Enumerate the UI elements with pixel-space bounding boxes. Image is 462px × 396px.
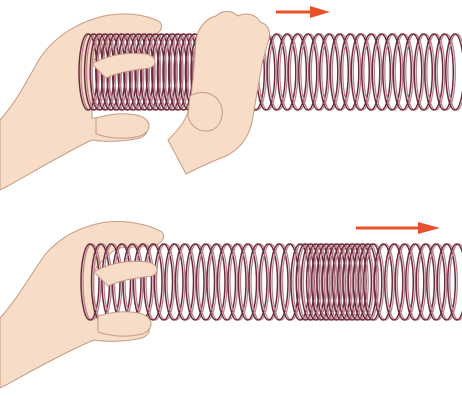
top-direction-arrow <box>276 6 330 18</box>
top-left-hand-thumb <box>96 114 149 138</box>
top-right-hand-thumb <box>188 93 222 132</box>
top-spring <box>79 34 462 110</box>
bottom-spring <box>81 244 462 320</box>
bottom-panel <box>0 221 462 388</box>
top-panel <box>0 6 462 190</box>
bottom-left-hand-thumb <box>98 312 151 336</box>
bottom-direction-arrow <box>356 222 440 234</box>
